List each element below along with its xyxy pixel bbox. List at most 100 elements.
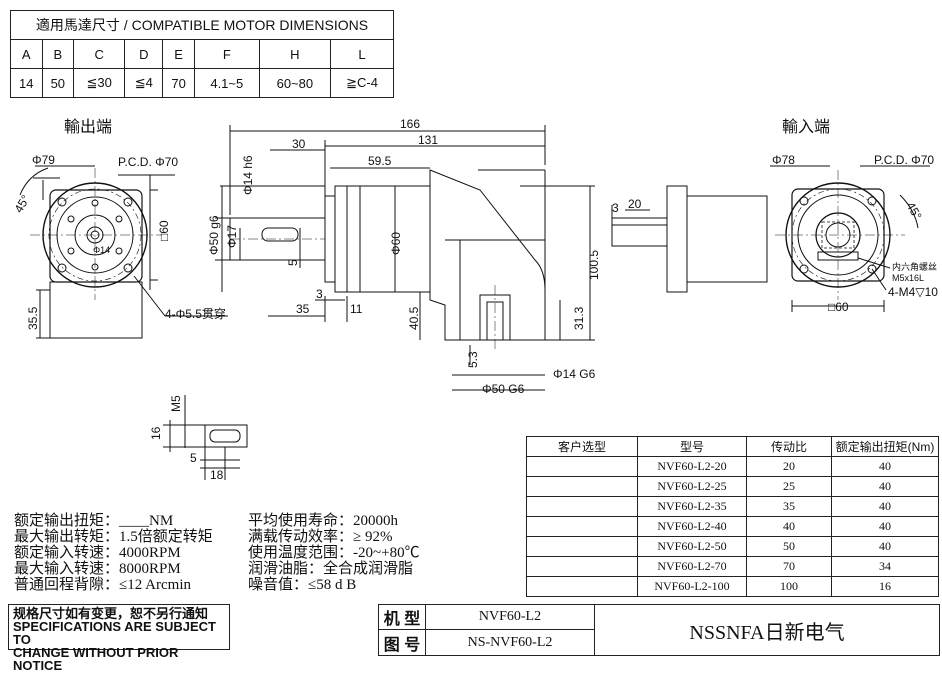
dim-pcd70-left: P.C.D. Φ70 [118, 155, 178, 169]
dim-value: 70 [162, 68, 195, 98]
model-header-torque: 额定输出扭矩(Nm) [831, 436, 939, 457]
cell-torque: 40 [831, 496, 939, 517]
spec-value: ：4000RPM [104, 545, 181, 561]
dim-m5x16l: M5x16L [892, 273, 924, 283]
dim-value: 14 [10, 68, 43, 98]
spec-key: 平均使用寿命 [248, 513, 339, 529]
technical-drawing: 輸出端 輸入端 Φ79 P.C.D. Φ70 45° □60 Φ14 4-Φ5.… [12, 117, 939, 482]
spec-value: ：≤58 d B [293, 577, 357, 593]
input-end-view [611, 165, 930, 312]
cell-torque: 40 [831, 456, 939, 477]
cell-model: NVF60-L2-40 [637, 516, 747, 537]
dim-131: 131 [418, 133, 438, 147]
cell-model: NVF60-L2-70 [637, 556, 747, 577]
cell-model: NVF60-L2-100 [637, 576, 747, 597]
dim-header: D [124, 39, 164, 69]
spec-item: 满载传动效率：≥ 92% [248, 529, 420, 545]
cell-model: NVF60-L2-35 [637, 496, 747, 517]
dim-box60-left: □60 [157, 220, 171, 241]
dim-5: 5 [286, 259, 300, 266]
spec-value: ：≤12 Arcmin [104, 577, 191, 593]
notice-line: SPECIFICATIONS ARE SUBJECT TO [13, 619, 216, 647]
dim-d50G6: Φ50 G6 [482, 382, 525, 396]
key-detail [163, 395, 248, 480]
cell-customer [526, 476, 638, 497]
spec-key: 最大输出转矩 [14, 529, 105, 545]
cell-ratio: 35 [746, 496, 832, 517]
cell-customer [526, 496, 638, 517]
model-value: NVF60-L2 [425, 604, 595, 630]
company-name: NSSNFA日新电气 [594, 604, 940, 656]
dim-d50g6: Φ50 g6 [207, 215, 221, 255]
spec-value: ：____NM [104, 513, 174, 529]
cell-customer [526, 536, 638, 557]
output-end-view [19, 165, 228, 339]
model-header-customer: 客户选型 [526, 436, 638, 457]
input-end-label: 輸入端 [782, 118, 830, 136]
spec-key: 额定输出扭矩 [14, 513, 105, 529]
spec-item: 额定输入转速：4000RPM [14, 545, 213, 561]
dim-30: 30 [292, 137, 306, 151]
dim-d17: Φ17 [225, 225, 239, 248]
dim-holes: 4-Φ5.5贯穿 [165, 306, 226, 321]
spec-value: ：8000RPM [104, 561, 181, 577]
dim-value: 4.1~5 [193, 68, 260, 98]
spec-item: 额定输出扭矩：____NM [14, 513, 213, 529]
cell-ratio: 20 [746, 456, 832, 477]
dim-40-5: 40.5 [407, 306, 421, 330]
dim-d14h6: Φ14 h6 [241, 155, 255, 195]
notice-line: 规格尺寸如有变更，恕不另行通知 [13, 606, 209, 621]
cell-customer [526, 576, 638, 597]
model-label: 机 型 [378, 604, 426, 630]
cell-torque: 40 [831, 516, 939, 537]
dim-d78: Φ78 [772, 153, 795, 167]
spec-key: 普通回程背隙 [14, 577, 105, 593]
dim-value: ≧C-4 [330, 68, 394, 98]
dim-input-3: 3 [612, 201, 619, 215]
spec-value: ：1.5倍额定转矩 [104, 529, 213, 545]
drawing-number-value: NS-NVF60-L2 [425, 629, 595, 656]
output-end-label: 輸出端 [64, 118, 112, 136]
dim-value: 60~80 [258, 68, 332, 98]
dim-key-m5: M5 [169, 395, 183, 412]
dim-35-5: 35.5 [26, 306, 40, 330]
cell-ratio: 100 [746, 576, 832, 597]
spec-key: 额定输入转速 [14, 545, 105, 561]
cell-model: NVF60-L2-50 [637, 536, 747, 557]
dim-header: E [162, 39, 195, 69]
dim-d79: Φ79 [32, 153, 55, 167]
dim-31-3: 31.3 [572, 306, 586, 330]
notice-box: 规格尺寸如有变更，恕不另行通知 SPECIFICATIONS ARE SUBJE… [8, 604, 230, 672]
dim-angle-left: 45° [12, 192, 33, 215]
motor-dimensions-title: 適用馬達尺寸 / COMPATIBLE MOTOR DIMENSIONS [10, 10, 394, 40]
dim-box60-right: □60 [828, 300, 849, 314]
model-header-ratio: 传动比 [746, 436, 832, 457]
cell-model: NVF60-L2-25 [637, 476, 747, 497]
spec-value: ：≥ 92% [338, 529, 393, 545]
cell-ratio: 25 [746, 476, 832, 497]
dim-input-20: 20 [628, 197, 642, 211]
cell-ratio: 70 [746, 556, 832, 577]
cell-customer [526, 556, 638, 577]
dim-pcd70-right: P.C.D. Φ70 [874, 153, 934, 167]
spec-item: 最大输入转速：8000RPM [14, 561, 213, 577]
dim-header: A [10, 39, 43, 69]
side-view [215, 125, 595, 391]
spec-key: 最大输入转速 [14, 561, 105, 577]
title-block: 机 型 NVF60-L2 图 号 NS-NVF60-L2 NSSNFA日新电气 [378, 604, 940, 656]
spec-item: 噪音值：≤58 d B [248, 577, 420, 593]
motor-dimensions-table: 適用馬達尺寸 / COMPATIBLE MOTOR DIMENSIONS A B… [10, 10, 394, 98]
dim-5-3: 5.3 [466, 351, 480, 368]
specs-left: 额定输出扭矩：____NM 最大输出转矩：1.5倍额定转矩 额定输入转速：400… [14, 513, 213, 593]
model-header-model: 型号 [637, 436, 747, 457]
dim-3: 3 [316, 287, 323, 301]
dim-166: 166 [400, 117, 420, 131]
notice-line: CHANGE WITHOUT PRIOR NOTICE [13, 645, 179, 673]
spec-key: 使用温度范围 [248, 545, 339, 561]
